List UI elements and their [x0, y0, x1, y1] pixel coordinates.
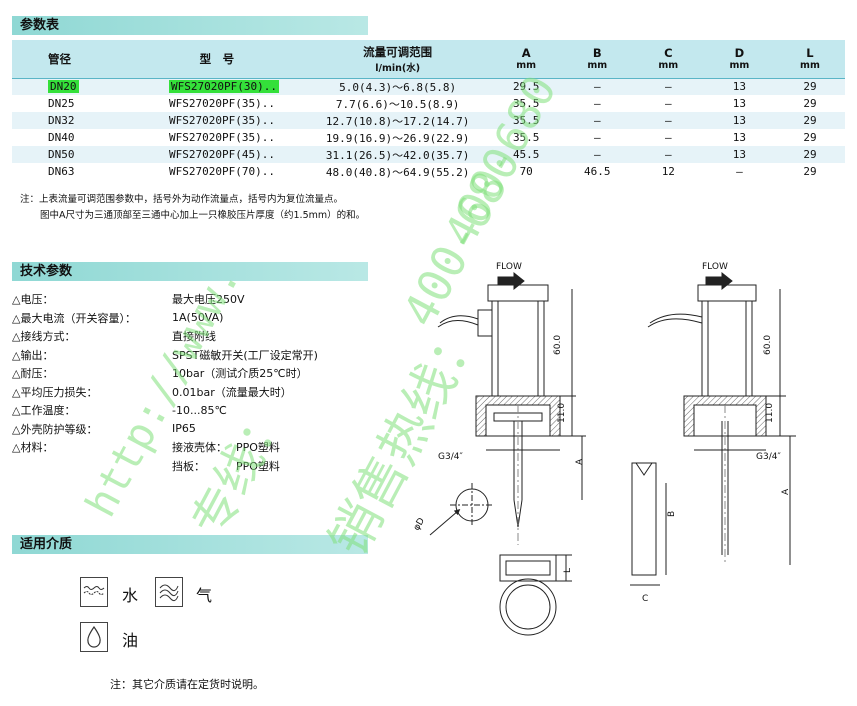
dim-phi-d: φD — [412, 516, 427, 532]
dim-60-left: 60.0 — [553, 335, 563, 355]
oil-drop-icon — [80, 622, 108, 652]
tech-row-voltage: △电压：最大电压250V — [12, 293, 245, 307]
dim-l: L — [563, 568, 573, 573]
section-header-tech: 技术参数 — [12, 262, 368, 281]
table-note-2: 图中A尺寸为三通顶部至三通中心加上一只橡胶压片厚度（约1.5mm）的和。 — [40, 210, 366, 221]
g34-left: G3/4″ — [438, 452, 463, 462]
col-size: 管径 — [48, 51, 71, 66]
col-model: 型 号 — [199, 51, 235, 66]
tech-row-material: △材料：接液壳体：PPO塑料 — [12, 441, 280, 455]
section-header-params: 参数表 — [12, 16, 368, 35]
dim-c: C — [642, 594, 648, 604]
tech-row-ip: △外壳防护等级：IP65 — [12, 422, 196, 436]
tech-row-pressure-loss: △平均压力损失：0.01bar（流量最大时） — [12, 385, 292, 399]
col-flow-unit: l/min(水) — [375, 62, 421, 74]
tech-spec-list: △电压：最大电压250V △最大电流（开关容量）：1A(50VA) △接线方式：… — [12, 290, 352, 475]
tech-row-wiring: △接线方式：直接附线 — [12, 330, 216, 344]
dim-60-right: 60.0 — [763, 335, 773, 355]
dim-11-right: 11.0 — [765, 403, 775, 423]
media-water-label: 水 — [122, 586, 139, 605]
flow-label-left: FLOW — [496, 262, 522, 272]
media-note: 注：其它介质请在定货时说明。 — [110, 678, 264, 691]
section-header-media: 适用介质 — [12, 535, 368, 554]
tech-row-current: △最大电流（开关容量）：1A(50VA) — [12, 311, 224, 325]
col-flow: 流量可调范围 l/min(水) — [305, 40, 491, 78]
water-icon — [80, 577, 108, 607]
table-row: DN20 WFS27020PF(30).. 5.0(4.3)～6.8(5.8) … — [12, 77, 845, 95]
flow-label-right: FLOW — [702, 262, 728, 272]
tech-row-pressure: △耐压：10bar（测试介质25℃时） — [12, 367, 308, 381]
gas-icon — [155, 577, 183, 607]
dim-a-right: A — [781, 488, 791, 495]
media-gas-label: 气 — [196, 586, 213, 605]
dim-b: B — [667, 511, 677, 517]
tech-row-temperature: △工作温度：-10...85℃ — [12, 403, 227, 418]
dim-a-left: A — [575, 458, 585, 465]
g34-right: G3/4″ — [756, 452, 781, 462]
tech-row-output: △输出：SPST磁敏开关(工厂设定常开) — [12, 348, 318, 362]
dim-11-left: 11.0 — [557, 403, 567, 423]
dimension-diagram: FLOW FLOW 60.0 60.0 11.0 11.0 G3/4″ G3/4… — [412, 262, 796, 636]
table-note-1: 注：上表流量可调范围参数中，括号外为动作流量点，括号内为复位流量点。 — [20, 194, 344, 205]
media-oil-label: 油 — [122, 631, 139, 650]
tech-row-material-2: 挡板：PPO塑料 — [172, 459, 280, 473]
